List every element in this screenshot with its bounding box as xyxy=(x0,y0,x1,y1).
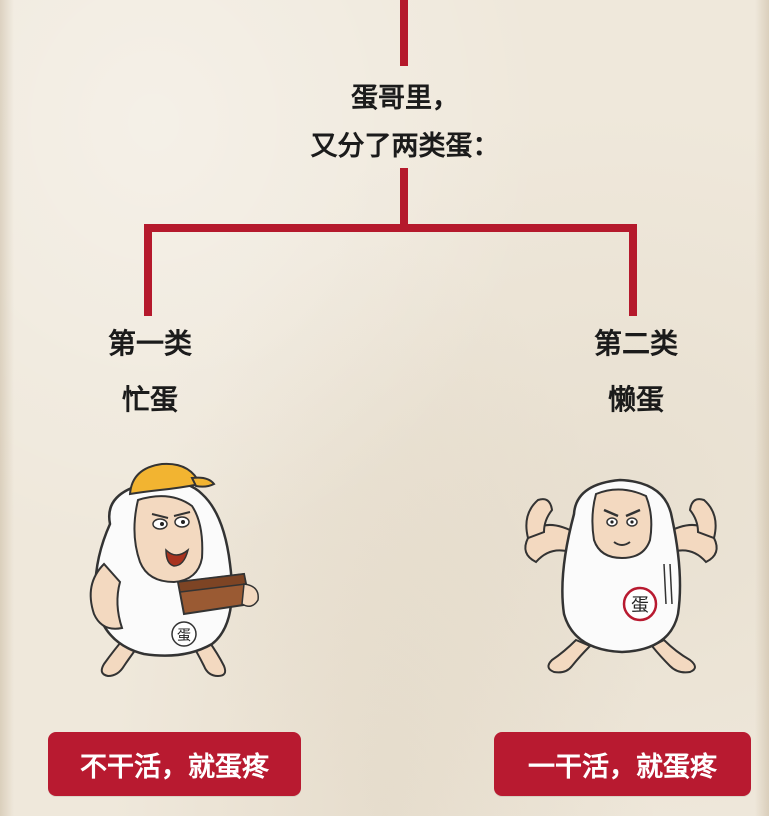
left-category-label: 第一类 xyxy=(107,327,192,360)
lazy-egg-illustration: 蛋 xyxy=(524,478,718,674)
left-caption-banner: 不干活，就蛋疼 xyxy=(48,732,301,796)
tree-stem-middle xyxy=(400,168,408,232)
right-badge-char: 蛋 xyxy=(631,595,649,616)
paper-edge-left xyxy=(0,0,14,816)
paper-edge-right xyxy=(755,0,769,816)
right-caption-banner: 一干活，就蛋疼 xyxy=(494,732,751,796)
root-title-line1: 蛋哥里， xyxy=(351,83,459,114)
tree-branch-left xyxy=(144,224,152,316)
tree-stem-top xyxy=(400,0,408,66)
right-category-name: 懒蛋 xyxy=(607,383,664,416)
tree-branch-horizontal xyxy=(144,224,637,232)
root-title-line2: 又分了两类蛋： xyxy=(310,131,500,162)
tree-branch-right xyxy=(629,224,637,316)
left-badge-char: 蛋 xyxy=(177,628,191,644)
right-category-label: 第二类 xyxy=(593,327,678,360)
busy-egg-illustration: 蛋 xyxy=(89,462,259,678)
left-category-name: 忙蛋 xyxy=(121,383,178,416)
